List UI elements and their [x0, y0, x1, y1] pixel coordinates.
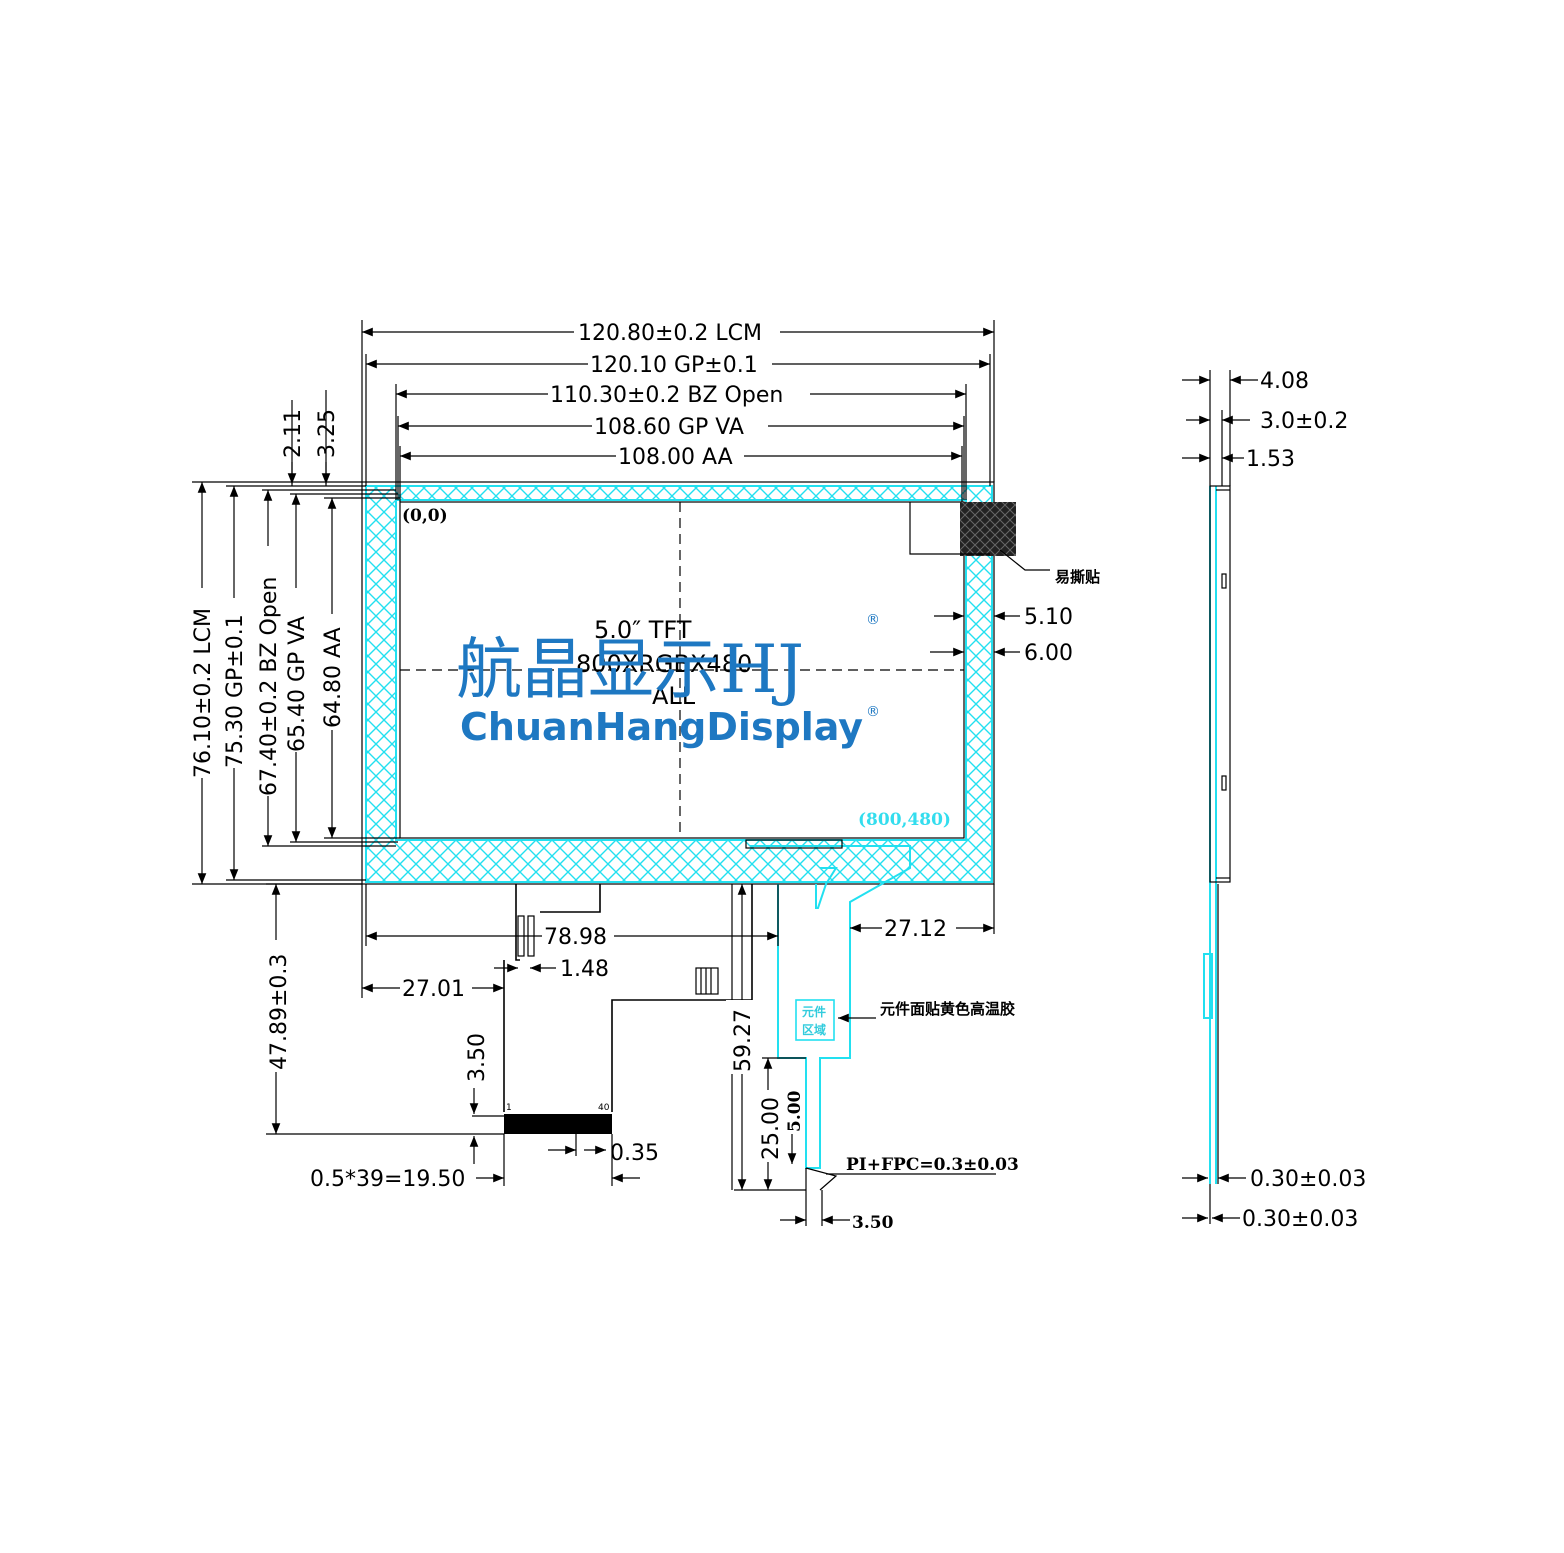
main-fpc: 1 40: [503, 884, 753, 1134]
dim-gp-va-height: 65.40 GP VA: [285, 616, 310, 752]
dim-ctp-tail-length: 25.00: [759, 1097, 784, 1160]
lcm-outline: [361, 481, 995, 885]
center-line-2: 800XRGBX480: [576, 650, 752, 678]
origin-label: (0,0): [402, 506, 448, 526]
fpc-stiffener-marks: [695, 967, 719, 995]
watermark-reg-1: ®: [866, 612, 880, 628]
watermark-cn: 航晶显示HJ: [456, 631, 804, 708]
pin-last: 40: [598, 1103, 610, 1113]
dim-side-glass: 3.0±0.2: [1260, 409, 1348, 434]
watermark-en: ChuanHangDisplay: [460, 705, 863, 749]
easy-tear-leader: [999, 549, 1050, 571]
center-line-1: 5.0″ TFT: [594, 616, 692, 644]
center-line-3: ALL: [652, 682, 696, 710]
side-glass: [1209, 485, 1231, 883]
dim-small-gap: 1.48: [560, 957, 609, 982]
top-dimensions: 120.80±0.2 LCM 120.10 GP±0.1 110.30±0.2 …: [361, 318, 995, 502]
dim-bz-open-width: 110.30±0.2 BZ Open: [550, 383, 783, 408]
dim-fpc-width-total: 78.98: [544, 925, 607, 950]
easy-tear-sticker: [960, 502, 1016, 556]
dim-gp-height: 75.30 GP±0.1: [223, 614, 248, 768]
dim-right-offset-1: 5.10: [1024, 605, 1073, 630]
right-dimensions: 5.10 6.00: [930, 605, 1073, 666]
ctp-fpc: 元件 区域 元件面贴黄色高温胶: [745, 839, 1015, 1191]
dim-lcm-width: 120.80±0.2 LCM: [578, 321, 762, 346]
dim-top-offset-1: 2.11: [281, 409, 306, 458]
component-area-label-1: 元件: [802, 1004, 826, 1019]
side-view: 4.08 3.0±0.2 1.53 0.30±0.03 0.30±0.03: [1182, 369, 1366, 1232]
easy-tear-outline: [909, 502, 990, 555]
fpc-connector: [504, 1114, 612, 1134]
dim-tail-length: 59.27: [731, 1009, 756, 1072]
dim-top-offset-2: 3.25: [315, 409, 340, 458]
dim-side-fpc-2: 0.30±0.03: [1242, 1207, 1358, 1232]
dim-ctp-stiffener: 5.00: [785, 1090, 805, 1132]
dim-gp-va-width: 108.60 GP VA: [594, 415, 744, 440]
component-area-label-2: 区域: [802, 1022, 826, 1037]
dim-fpc-length: 47.89±0.3: [267, 954, 292, 1070]
dim-fpc-offset-right: 27.12: [884, 917, 947, 942]
dim-side-total: 4.08: [1260, 369, 1309, 394]
dim-left-offset: 27.01: [402, 977, 465, 1002]
end-label: (800,480): [858, 810, 951, 830]
dim-lcm-height: 76.10±0.2 LCM: [191, 608, 216, 778]
dim-conn-height: 3.50: [465, 1033, 490, 1082]
easy-tear-label: 易撕贴: [1055, 568, 1100, 586]
component-note: 元件面贴黄色高温胶: [880, 1000, 1015, 1018]
component-area: [795, 999, 835, 1041]
bottom-dimensions: 78.98 27.12 1.48 27.01 47.89±0.3 3.50 0.…: [262, 883, 1019, 1233]
front-view: 易撕贴 (0,0) (800,480) 5.0″ TFT 800XRGBX480…: [361, 481, 1100, 885]
dim-aa-height: 64.80 AA: [321, 627, 346, 728]
dim-aa-width: 108.00 AA: [618, 445, 733, 470]
dim-bz-open-height: 67.40±0.2 BZ Open: [257, 577, 282, 796]
watermark-reg-2: ®: [866, 704, 880, 720]
dim-side-fpc-1: 0.30±0.03: [1250, 1167, 1366, 1192]
pin-first: 1: [506, 1103, 512, 1113]
dim-pin-width: 0.35: [610, 1141, 659, 1166]
left-dimensions: 76.10±0.2 LCM 75.30 GP±0.1 67.40±0.2 BZ …: [188, 390, 400, 885]
dim-right-offset-2: 6.00: [1024, 641, 1073, 666]
pi-fpc-label: PI+FPC=0.3±0.03: [846, 1155, 1019, 1175]
dim-pin-pitch-total: 0.5*39=19.50: [310, 1167, 465, 1192]
dim-gp-width: 120.10 GP±0.1: [590, 353, 758, 378]
dim-side-top: 1.53: [1246, 447, 1295, 472]
dim-ctp-tail-width: 3.50: [852, 1213, 894, 1233]
